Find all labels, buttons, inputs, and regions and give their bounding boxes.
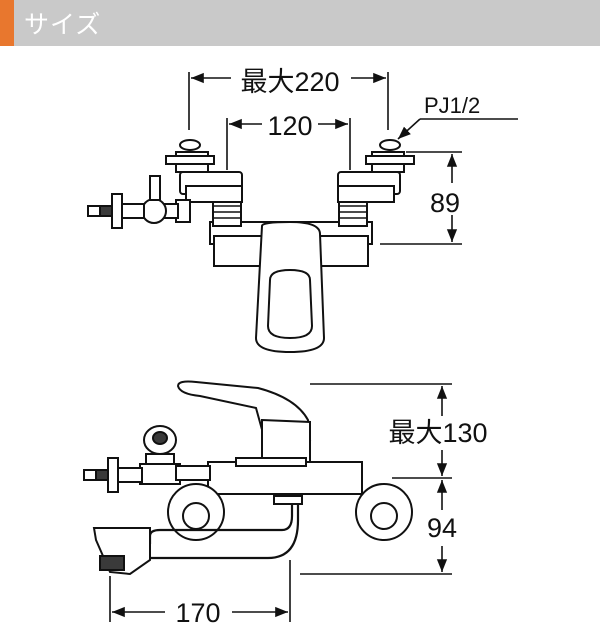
section-title: サイズ (24, 10, 102, 39)
side-view-stop-valve (83, 425, 211, 493)
dim-overall-width: 最大220 (240, 67, 339, 97)
header-accent-bar (0, 0, 14, 46)
thread-size-label: PJ1/2 (424, 93, 480, 118)
dim-spout-reach: 170 (175, 598, 220, 628)
dim-max-height: 最大130 (388, 418, 487, 448)
side-view-dimensions (109, 383, 452, 622)
top-view-dimensions (188, 72, 518, 245)
side-stop-valve (87, 175, 191, 229)
top-view-faucet (87, 139, 415, 354)
dim-wall-height: 94 (427, 513, 457, 543)
dim-top-height: 89 (430, 188, 460, 218)
side-view-faucet (83, 380, 413, 576)
section-header: サイズ (0, 0, 600, 46)
dim-center-distance: 120 (267, 111, 312, 141)
